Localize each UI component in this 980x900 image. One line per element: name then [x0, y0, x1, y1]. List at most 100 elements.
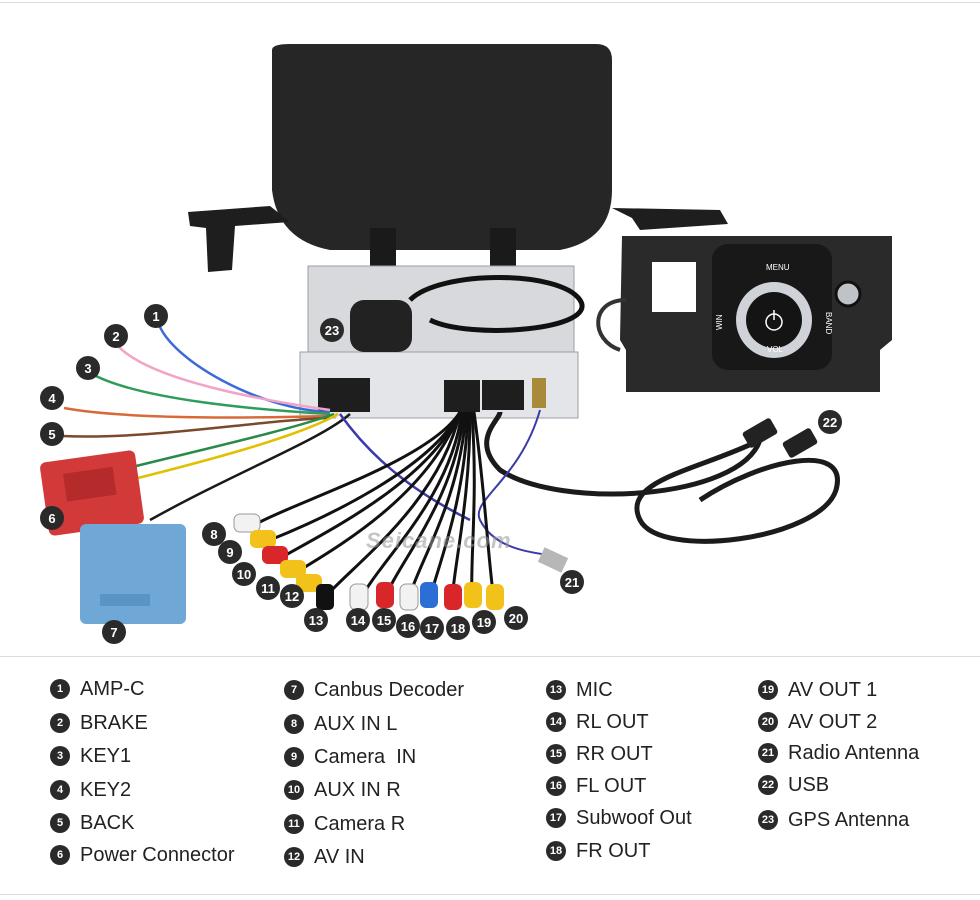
callout-badge: 14 — [346, 608, 370, 632]
legend-label: Radio Antenna — [788, 741, 920, 764]
connector-block-right — [482, 380, 524, 410]
legend-label: AUX IN L — [314, 712, 398, 735]
legend-label: FR OUT — [576, 839, 651, 862]
callout-badge: 20 — [504, 606, 528, 630]
legend-number: 15 — [546, 744, 566, 764]
callout-badge: 11 — [256, 576, 280, 600]
legend-label: AV OUT 2 — [788, 710, 878, 733]
legend-number: 18 — [546, 841, 566, 861]
usb-cable — [634, 437, 840, 544]
rca-plug-av-out-1 — [464, 582, 482, 608]
callout-badge: 1 — [144, 304, 168, 328]
legend-number: 9 — [284, 747, 304, 767]
connector-block-left — [318, 378, 370, 412]
bracket-clip-left — [370, 228, 396, 270]
legend-label: GPS Antenna — [788, 808, 910, 831]
callout-badge: 3 — [76, 356, 100, 380]
mic-jack — [316, 584, 334, 610]
legend-item: 17 Subwoof Out — [546, 806, 692, 830]
watermark: Seicane.com — [366, 528, 512, 553]
mounting-bracket-right — [612, 208, 728, 230]
callout-badge: 22 — [818, 410, 842, 434]
head-unit-screen — [272, 44, 612, 250]
legend-number: 2 — [50, 713, 70, 733]
callout-badge: 5 — [40, 422, 64, 446]
legend-number: 6 — [50, 845, 70, 865]
legend-label: RR OUT — [576, 742, 653, 765]
legend-number: 12 — [284, 847, 304, 867]
rca-cable-bundle — [255, 411, 496, 601]
callout-badge: 18 — [446, 616, 470, 640]
rca-plug-av-in — [296, 574, 322, 592]
callout-badge: 21 — [560, 570, 584, 594]
control-panel-window — [652, 262, 696, 312]
rca-plug-aux-in-l — [233, 513, 261, 533]
legend-number: 3 — [50, 746, 70, 766]
callout-badge: 9 — [218, 540, 242, 564]
panel-cable — [596, 298, 627, 352]
callout-badge: 12 — [280, 584, 304, 608]
rca-plug-fr-out — [444, 584, 462, 610]
legend-number: 17 — [546, 808, 566, 828]
legend-number: 16 — [546, 776, 566, 796]
rca-plug-aux-in-r — [262, 546, 288, 564]
legend-number: 19 — [758, 680, 778, 700]
rca-plug-av-out-2 — [486, 584, 504, 610]
legend-label: FL OUT — [576, 774, 647, 797]
callout-badge: 19 — [472, 610, 496, 634]
legend-number: 10 — [284, 780, 304, 800]
legend-label: AV IN — [314, 845, 365, 868]
legend-number: 13 — [546, 680, 566, 700]
legend-number: 21 — [758, 743, 778, 763]
mounting-bracket-left — [188, 206, 290, 272]
rca-plug-rl-out — [349, 583, 369, 611]
gps-antenna-cable — [408, 275, 585, 333]
callout-badge: 7 — [102, 620, 126, 644]
callout-badge: 2 — [104, 324, 128, 348]
callout-badge: 17 — [420, 616, 444, 640]
legend-label: BRAKE — [80, 711, 148, 734]
legend-item: 15 RR OUT — [546, 742, 653, 766]
callout-badge: 4 — [40, 386, 64, 410]
panel-vol-label: VOL — [767, 345, 784, 354]
legend-item: 18 FR OUT — [546, 839, 650, 863]
legend-item: 2 BRAKE — [50, 711, 148, 735]
legend-label: AUX IN R — [314, 778, 401, 801]
legend-number: 14 — [546, 712, 566, 732]
legend-number: 8 — [284, 714, 304, 734]
legend-item: 10 AUX IN R — [284, 778, 401, 802]
tune-knob — [834, 280, 862, 308]
product-illustration: MENU VOL WIN BAND — [40, 44, 892, 624]
legend-number: 20 — [758, 712, 778, 732]
legend-item: 9 Camera IN — [284, 745, 416, 769]
legend-label: AV OUT 1 — [788, 678, 878, 701]
legend-item: 8 AUX IN L — [284, 712, 397, 736]
legend-label: AMP-C — [80, 677, 145, 700]
callout-badge: 15 — [372, 608, 396, 632]
callout-badge: 6 — [40, 506, 64, 530]
legend-label: BACK — [80, 811, 135, 834]
legend-label: RL OUT — [576, 710, 649, 733]
top-divider — [0, 2, 980, 3]
rca-plug-fl-out — [399, 583, 419, 611]
legend-number: 23 — [758, 810, 778, 830]
legend-label: Camera R — [314, 812, 406, 835]
legend-item: 21 Radio Antenna — [758, 741, 919, 765]
usb-plug-a — [742, 418, 778, 448]
legend-item: 23 GPS Antenna — [758, 808, 909, 832]
legend-label: Power Connector — [80, 843, 235, 866]
radio-antenna-plug — [537, 547, 569, 573]
usb-plug-b — [782, 428, 818, 458]
rca-plug-camera-in — [250, 530, 276, 548]
rca-plug-subwoof-out — [420, 582, 438, 608]
panel-menu-label: MENU — [766, 263, 790, 272]
legend-label: Camera IN — [314, 745, 417, 768]
bottom-divider — [0, 894, 980, 895]
legend-label: Subwoof Out — [576, 806, 692, 829]
